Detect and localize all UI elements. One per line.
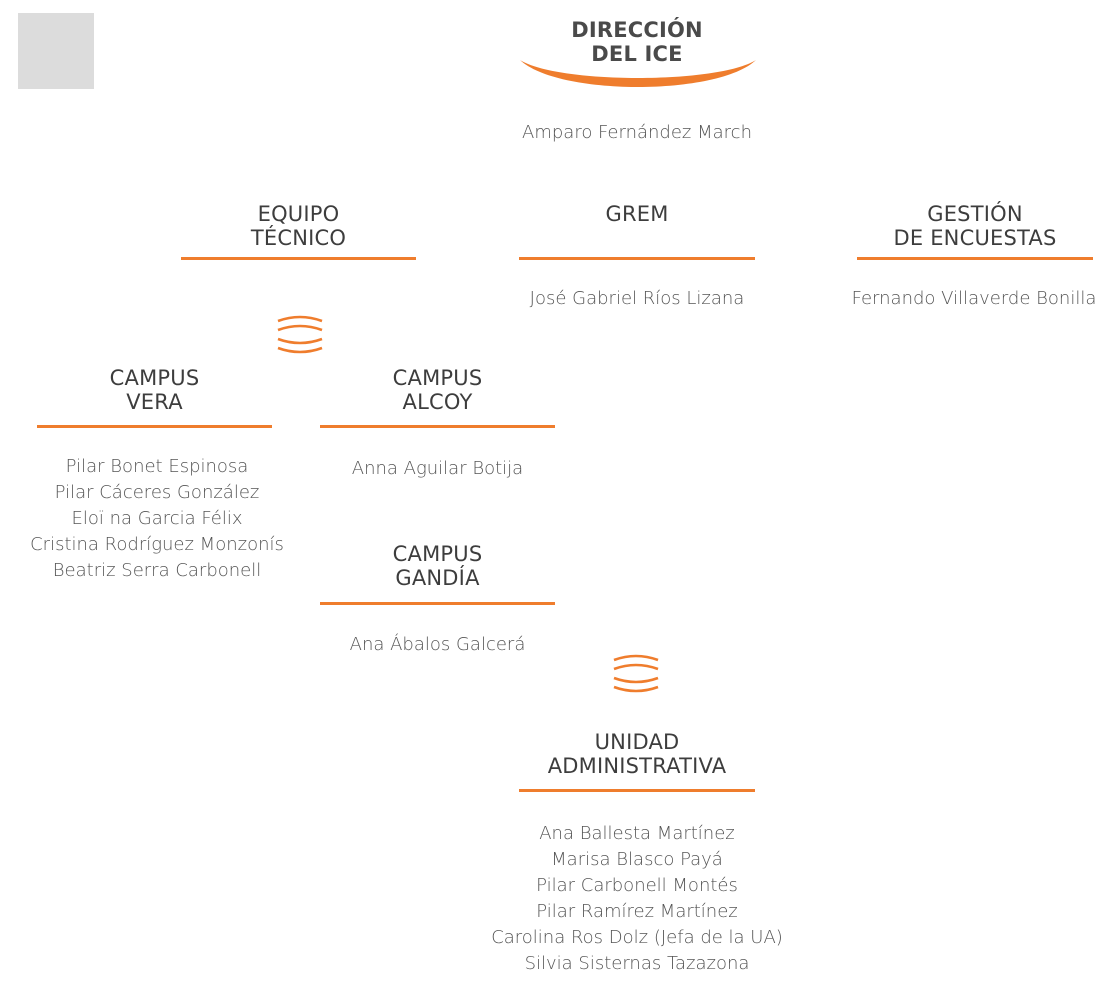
campus-gandia-rule <box>320 602 555 605</box>
campus-alcoy-names: Anna Aguilar Botija <box>300 456 575 482</box>
campus-vera-name-3: Cristina Rodríguez Monzonís <box>30 534 284 555</box>
campus-vera-name-0: Pilar Bonet Espinosa <box>65 456 249 477</box>
campus-alcoy-title-line1: CAMPUS <box>392 366 483 390</box>
encuestas-title-line2: DE ENCUESTAS <box>893 226 1057 250</box>
campus-gandia-title-line2: GANDÍA <box>395 566 480 590</box>
unidad-administrativa-name-2: Pilar Carbonell Montés <box>536 875 738 896</box>
grem-name-0: José Gabriel Ríos Lizana <box>529 288 745 309</box>
campus-vera-title-line2: VERA <box>126 390 183 414</box>
unidad-administrativa-name-5: Silvia Sisternas Tazazona <box>524 953 750 974</box>
campus-vera-name-4: Beatriz Serra Carbonell <box>52 560 262 581</box>
equipo-tecnico-title-line2: TÉCNICO <box>250 226 347 250</box>
unidad-administrativa-title-line1: UNIDAD <box>594 730 680 754</box>
equipo-tecnico-title-line1: EQUIPO <box>257 202 340 226</box>
wave-lines-icon <box>613 654 659 693</box>
campus-gandia-title: CAMPUS GANDÍA <box>320 542 555 590</box>
campus-gandia-names: Ana Ábalos Galcerá <box>300 632 575 658</box>
unidad-administrativa-rule <box>519 789 755 792</box>
grem-names: José Gabriel Ríos Lizana <box>487 286 787 312</box>
grem-rule <box>519 257 755 260</box>
direccion-title-line1: DIRECCIÓN <box>571 18 703 42</box>
campus-alcoy-title: CAMPUS ALCOY <box>320 366 555 414</box>
campus-alcoy-name-0: Anna Aguilar Botija <box>351 458 524 479</box>
equipo-tecnico-rule <box>181 257 416 260</box>
encuestas-names: Fernando Villaverde Bonilla <box>828 286 1120 312</box>
unidad-administrativa-name-1: Marisa Blasco Payá <box>551 849 723 870</box>
campus-vera-title-line1: CAMPUS <box>109 366 200 390</box>
unidad-administrativa-title-line2: ADMINISTRATIVA <box>547 754 727 778</box>
unidad-administrativa-name-0: Ana Ballesta Martínez <box>539 823 735 844</box>
campus-gandia-title-line1: CAMPUS <box>392 542 483 566</box>
campus-alcoy-title-line2: ALCOY <box>402 390 473 414</box>
campus-alcoy-rule <box>320 425 555 428</box>
encuestas-title: GESTIÓN DE ENCUESTAS <box>857 202 1093 250</box>
campus-vera-title: CAMPUS VERA <box>37 366 272 414</box>
grem-title: GREM <box>519 202 755 226</box>
unidad-administrativa-title: UNIDAD ADMINISTRATIVA <box>519 730 755 778</box>
campus-vera-names: Pilar Bonet Espinosa Pilar Cáceres Gonzá… <box>4 454 310 584</box>
direccion-title-line2: DEL ICE <box>591 42 683 66</box>
encuestas-name-0: Fernando Villaverde Bonilla <box>851 288 1097 309</box>
campus-vera-rule <box>37 425 272 428</box>
direccion-name: Amparo Fernández March <box>522 122 752 143</box>
arc-swoosh-icon <box>520 60 756 87</box>
direccion-names: Amparo Fernández March <box>487 120 787 146</box>
logo-placeholder <box>18 13 94 89</box>
equipo-tecnico-title: EQUIPO TÉCNICO <box>181 202 416 250</box>
campus-vera-name-1: Pilar Cáceres González <box>54 482 260 503</box>
campus-gandia-name-0: Ana Ábalos Galcerá <box>349 634 526 655</box>
encuestas-rule <box>857 257 1093 260</box>
encuestas-title-line1: GESTIÓN <box>927 202 1023 226</box>
unidad-administrativa-name-4: Carolina Ros Dolz (Jefa de la UA) <box>491 927 783 948</box>
campus-vera-name-2: Eloï na Garcia Félix <box>71 508 243 529</box>
unidad-administrativa-name-3: Pilar Ramírez Martínez <box>536 901 738 922</box>
unidad-administrativa-names: Ana Ballesta Martínez Marisa Blasco Payá… <box>447 821 827 977</box>
grem-title-line1: GREM <box>605 202 669 226</box>
direccion-title: DIRECCIÓN DEL ICE <box>512 18 762 66</box>
wave-lines-icon <box>277 315 323 354</box>
